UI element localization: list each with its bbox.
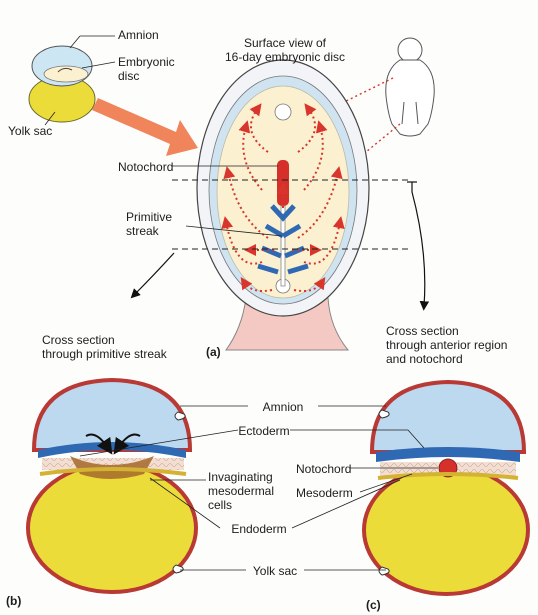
label-primitive-streak: Primitive streak bbox=[126, 210, 173, 238]
cross-section-b bbox=[26, 377, 198, 594]
label-cross-section-b: Cross section through primitive streak bbox=[42, 333, 167, 361]
embryo-outline-icon bbox=[385, 37, 435, 137]
label-invaginating-mesodermal-cells: Invaginating mesodermal cells bbox=[208, 470, 275, 512]
inset-embryo-icon bbox=[28, 35, 116, 126]
orange-pointer-arrow bbox=[92, 98, 198, 156]
embryonic-disc-surface bbox=[172, 59, 412, 351]
label-embryonic-disc: Embryonic disc bbox=[118, 55, 175, 83]
label-surface-view: Surface view of 16-day embryonic disc bbox=[224, 36, 346, 64]
label-amnion: Amnion bbox=[262, 400, 304, 414]
label-cross-section-c: Cross section through anterior region an… bbox=[386, 324, 508, 366]
panel-label-b: (b) bbox=[6, 594, 22, 608]
panel-label-a: (a) bbox=[206, 345, 221, 359]
label-notochord-c: Notochord bbox=[296, 462, 352, 476]
label-ectoderm: Ectoderm bbox=[238, 424, 290, 438]
label-mesoderm: Mesoderm bbox=[296, 486, 353, 500]
label-amnion-inset: Amnion bbox=[118, 28, 159, 42]
panel-label-c: (c) bbox=[366, 598, 381, 612]
label-notochord-a: Notochord bbox=[118, 160, 174, 174]
label-yolk-sac-inset: Yolk sac bbox=[8, 124, 53, 138]
cross-section-c bbox=[362, 379, 530, 596]
label-endoderm: Endoderm bbox=[231, 522, 287, 536]
label-yolk-sac: Yolk sac bbox=[252, 564, 298, 578]
